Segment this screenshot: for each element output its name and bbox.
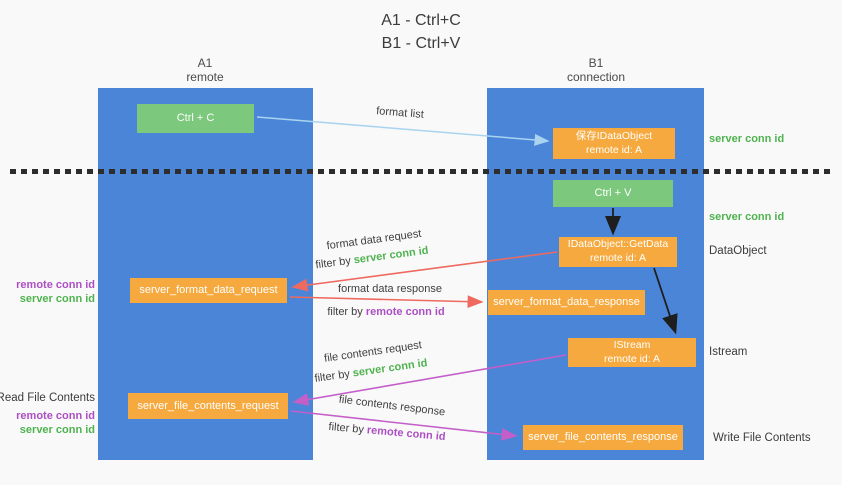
server-format-data-request-box: server_format_data_request [130, 278, 287, 303]
filter-by-remote-conn-id-label-2: filter by remote conn id [328, 421, 446, 443]
format-request-label: server_format_data_request [139, 284, 278, 297]
server-conn-id-right-top: server conn id [709, 133, 785, 145]
remote-conn-id-keyword: remote conn id [365, 306, 445, 318]
remote-conn-id-left-file: remote conn id [16, 410, 95, 422]
file-request-label: server_file_contents_request [137, 399, 279, 412]
write-file-contents-label: Write File Contents [713, 432, 811, 444]
read-file-contents-label: Read File Contents [0, 392, 95, 404]
server-conn-id-keyword: server conn id [352, 357, 429, 380]
filter-prefix: filter by [314, 254, 352, 272]
save-idataobject-line2: remote id: A [585, 143, 643, 156]
filter-prefix: filter by [327, 306, 363, 318]
ctrl-c-box: Ctrl + C [137, 104, 254, 133]
istream-side-label: Istream [709, 346, 748, 358]
dataobject-label: DataObject [709, 245, 767, 257]
format-data-response-label: format data response [338, 283, 442, 295]
lifeline-a1-name: A1 [197, 56, 213, 70]
istream-box: IStream remote id: A [568, 338, 696, 367]
server-file-contents-response-box: server_file_contents_response [523, 425, 683, 450]
format-response-label: server_format_data_response [493, 296, 640, 309]
lifeline-a1-type: remote [186, 70, 224, 84]
server-conn-id-keyword: server conn id [353, 244, 430, 267]
lifeline-header-b1: B1 connection [526, 56, 666, 84]
ctrl-v-label: Ctrl + V [594, 187, 632, 200]
title-line-2: B1 - Ctrl+V [381, 35, 461, 52]
ctrl-c-label: Ctrl + C [176, 112, 215, 125]
copy-paste-separator-line [10, 169, 832, 174]
idataobject-getdata-box: IDataObject::GetData remote id: A [559, 237, 677, 267]
remote-conn-id-keyword: remote conn id [366, 424, 446, 444]
file-response-label: server_file_contents_response [528, 431, 678, 444]
file-contents-response-label: file contents response [338, 393, 446, 419]
server-conn-id-right-mid: server conn id [709, 211, 785, 223]
server-format-data-response-box: server_format_data_response [488, 290, 645, 315]
lifeline-b1-type: connection [566, 70, 626, 84]
getdata-line1: IDataObject::GetData [567, 238, 669, 251]
ctrl-v-box: Ctrl + V [553, 180, 673, 207]
istream-line2: remote id: A [603, 352, 661, 365]
server-conn-id-left-format: server conn id [19, 293, 95, 305]
lifeline-b1-name: B1 [588, 56, 604, 70]
save-idataobject-line1: 保存IDataObject [575, 129, 653, 142]
lifeline-header-a1: A1 remote [135, 56, 275, 84]
getdata-line2: remote id: A [589, 252, 647, 264]
save-idataobject-box: 保存IDataObject remote id: A [553, 128, 675, 159]
filter-prefix: filter by [328, 420, 365, 436]
format-data-response-arrow [289, 295, 484, 309]
filter-prefix: filter by [313, 368, 351, 385]
diagram-title: A1 - Ctrl+C B1 - Ctrl+V [0, 9, 842, 55]
format-list-label: format list [375, 105, 425, 121]
remote-conn-id-left-format: remote conn id [16, 279, 95, 291]
server-file-contents-request-box: server_file_contents_request [128, 393, 288, 419]
title-line-1: A1 - Ctrl+C [381, 12, 461, 29]
istream-line1: IStream [613, 338, 651, 351]
server-conn-id-left-file: server conn id [19, 424, 95, 436]
filter-by-remote-conn-id-label-1: filter by remote conn id [327, 306, 444, 318]
